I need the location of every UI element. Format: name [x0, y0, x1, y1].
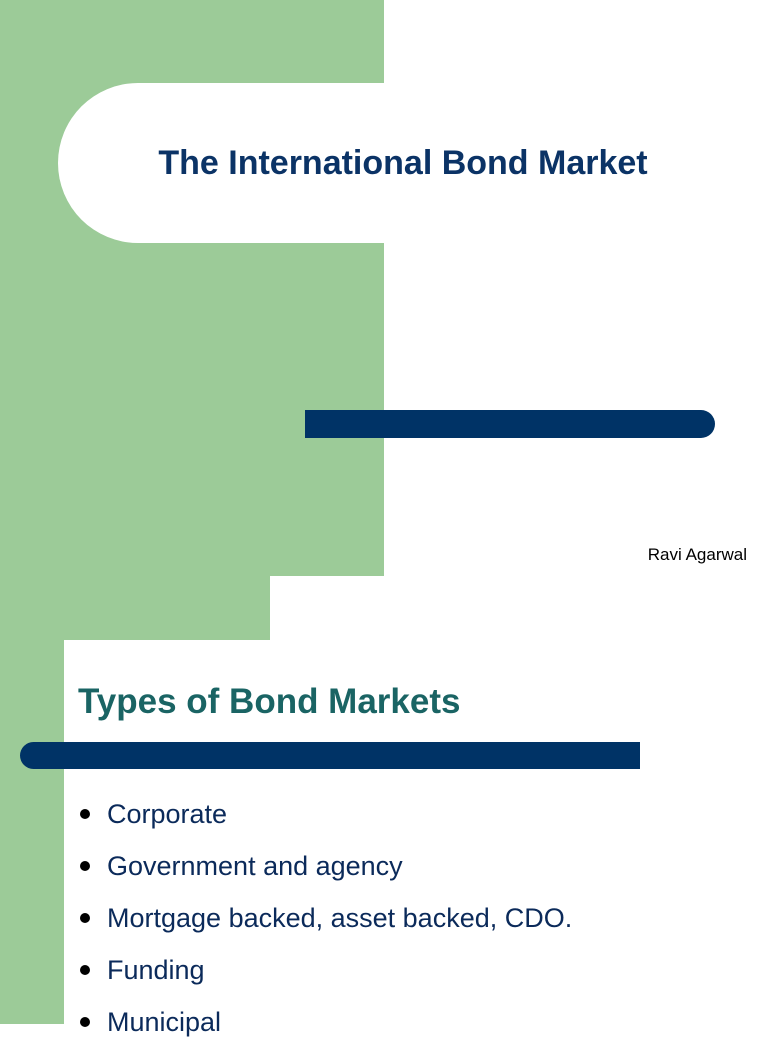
slide-title: Types of Bond Markets: [78, 682, 461, 721]
slide-2: Types of Bond Markets Corporate Governme…: [0, 576, 768, 1037]
list-item: Corporate: [80, 788, 572, 840]
bullet-icon: [80, 1017, 90, 1027]
bullet-icon: [80, 965, 90, 975]
list-item-text: Government and agency: [107, 850, 403, 881]
list-item: Government and agency: [80, 840, 572, 892]
list-item-text: Funding: [107, 954, 205, 985]
green-panel-left: [0, 576, 64, 1024]
list-item: Funding: [80, 944, 572, 996]
bullet-list: Corporate Government and agency Mortgage…: [80, 788, 572, 1048]
title-box: [58, 83, 768, 243]
list-item-text: Mortgage backed, asset backed, CDO.: [107, 902, 573, 933]
accent-bar: [305, 410, 715, 438]
accent-bar: [20, 742, 640, 769]
bullet-icon: [80, 913, 90, 923]
list-item-text: Corporate: [107, 798, 228, 829]
list-item-text: Municipal: [107, 1006, 222, 1037]
list-item: Mortgage backed, asset backed, CDO.: [80, 892, 572, 944]
slide-1: The International Bond Market Ravi Agarw…: [0, 0, 768, 576]
list-item: Municipal: [80, 996, 572, 1048]
author-name: Ravi Agarwal: [647, 545, 747, 564]
rounded-corner: [64, 640, 124, 700]
slide-title: The International Bond Market: [158, 143, 648, 182]
bullet-icon: [80, 861, 90, 871]
bullet-icon: [80, 809, 90, 819]
